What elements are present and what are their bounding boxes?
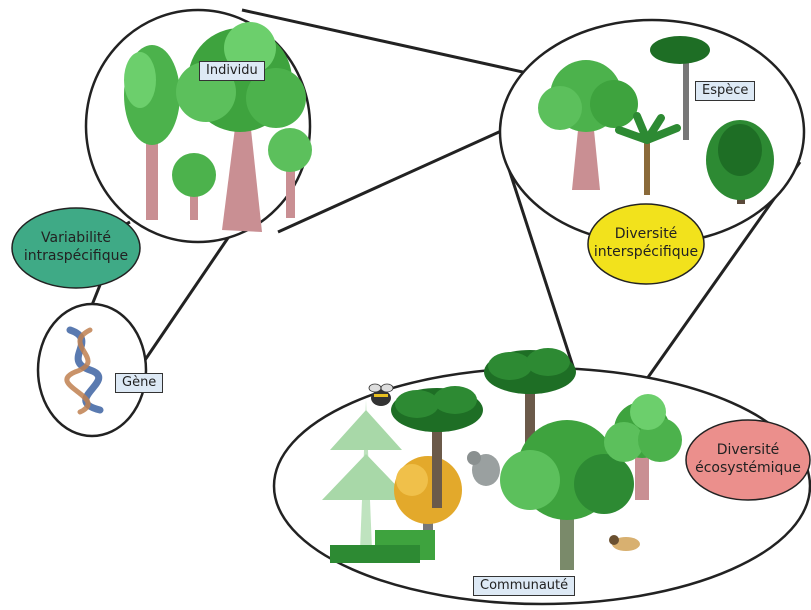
tree-icon [124,45,180,220]
intraspecific-bubble [11,207,141,289]
individu-label: Individu [199,61,265,81]
bird-icon [609,535,640,551]
tree-icon [650,36,710,140]
communaute-group [272,348,811,606]
bee-icon [368,383,394,406]
individu-group [84,8,312,244]
intraspecific-line-2: intraspécifique [23,248,129,264]
interspecific-line-2: interspécifique [593,244,699,260]
palm-icon [615,112,681,195]
espece-group [498,18,806,246]
gene-group [36,302,148,438]
ecosystem-bubble [685,419,811,501]
ecosystem-line-2: écosystémique [695,460,801,476]
tree-icon [706,120,774,204]
tree-icon [538,60,638,190]
tree-icon [330,530,435,563]
intraspecific-text: Variabilité intraspécifique [12,229,140,265]
tree-icon [500,420,634,570]
ecosystem-text: Diversité écosystémique [686,441,810,477]
pigeon-icon [467,451,500,486]
communaute-label: Communauté [473,576,576,596]
interspecific-bubble [587,203,705,285]
tree-icon [322,400,410,550]
intraspecific-line-1: Variabilité [41,230,111,246]
interspecific-line-1: Diversité [614,226,678,242]
interspecific-text: Diversité interspécifique [590,225,702,261]
ecosystem-line-1: Diversité [716,442,780,458]
tree-icon [172,153,216,220]
gene-label: Gène [115,373,164,393]
espece-label: Espèce [695,81,756,101]
tree-icon [268,128,312,218]
